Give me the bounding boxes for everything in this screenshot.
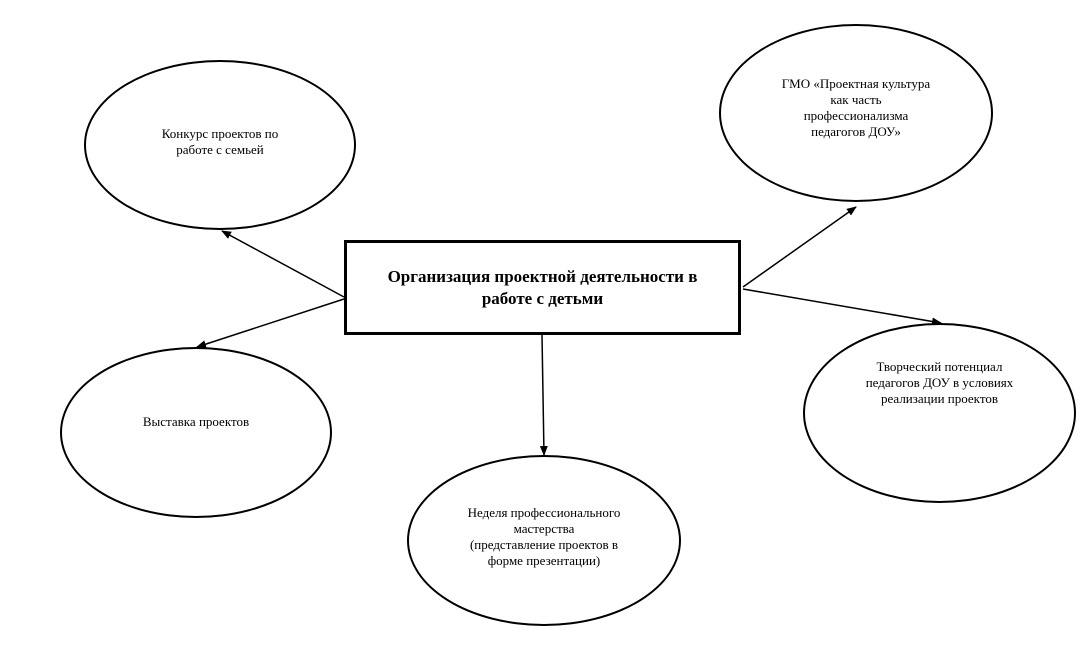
arrow-to-gmo <box>742 206 857 288</box>
central-topic-box: Организация проектной деятельности в раб… <box>344 240 741 335</box>
node-tvorcheskiy-label: Творческий потенциал педагогов ДОУ в усл… <box>865 359 1014 406</box>
node-konkurs-label: Конкурс проектов по работе с семьей <box>161 126 279 157</box>
node-vystavka-label: Выставка проектов <box>142 414 250 429</box>
node-gmo-label: ГМО «Проектная культура как часть профес… <box>781 76 931 139</box>
arrow-to-konkurs <box>221 230 345 298</box>
node-nedelya-ellipse: Неделя профессионального мастерства (пре… <box>407 455 681 626</box>
node-konkurs-ellipse: Конкурс проектов по работе с семьей <box>84 60 356 230</box>
node-vystavka-ellipse: Выставка проектов <box>60 347 332 518</box>
node-gmo-ellipse: ГМО «Проектная культура как часть профес… <box>719 24 993 202</box>
node-nedelya-label: Неделя профессионального мастерства (пре… <box>467 505 621 568</box>
arrow-to-tvorcheskiy <box>742 288 942 326</box>
central-topic-label: Организация проектной деятельности в раб… <box>387 266 698 308</box>
arrow-to-nedelya <box>539 334 548 456</box>
node-tvorcheskiy-ellipse: Творческий потенциал педагогов ДОУ в усл… <box>803 323 1076 503</box>
arrow-to-vystavka <box>196 298 345 349</box>
